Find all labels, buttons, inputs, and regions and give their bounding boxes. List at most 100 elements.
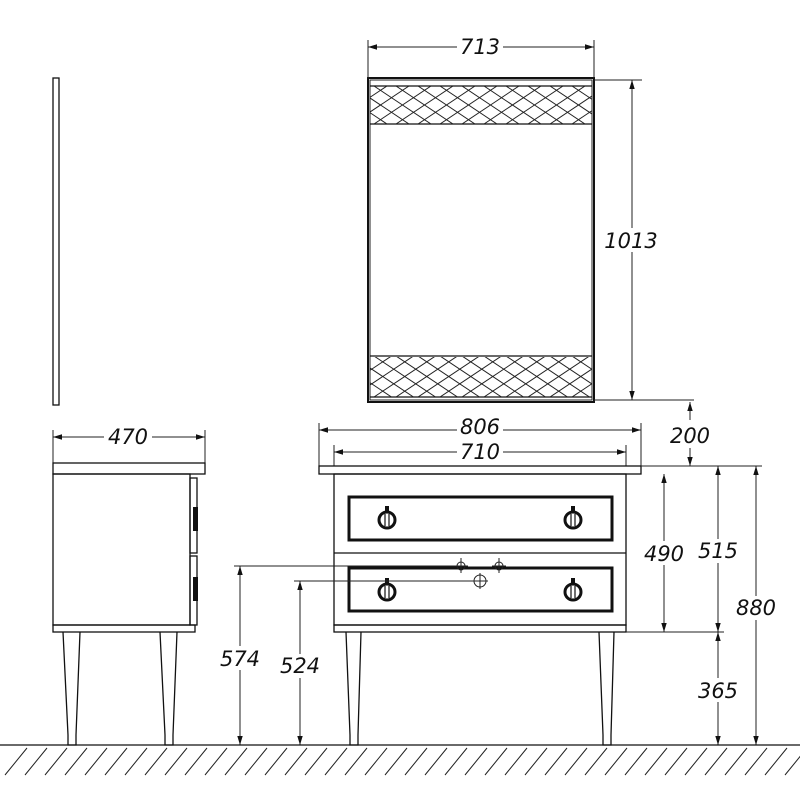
lattice-line	[616, 86, 673, 124]
lattice-line	[527, 86, 586, 124]
floor-hatch-line	[504, 747, 528, 776]
lattice-line	[370, 382, 392, 397]
floor-hatch-line	[304, 747, 328, 776]
countertop-width-label: 806	[460, 415, 500, 439]
floor-hatch-line	[84, 747, 108, 776]
mirror-top-lattice	[308, 86, 695, 124]
lattice-line	[572, 357, 592, 370]
lattice-line	[308, 86, 365, 124]
lattice-line	[638, 86, 695, 124]
lattice-line	[638, 356, 700, 397]
floor-hatch-line	[284, 747, 308, 776]
side-view-mirror	[52, 77, 60, 406]
floor-hatch-line	[664, 747, 688, 776]
leg-height-dimension: 365	[696, 632, 740, 745]
floor-hatch-line	[724, 747, 748, 776]
front-view-cabinet	[318, 465, 642, 746]
floor-hatch-line	[364, 747, 388, 776]
lattice-line	[417, 86, 476, 124]
lattice-line	[370, 112, 388, 124]
body-width-label: 710	[460, 440, 500, 464]
floor-hatch-line	[44, 747, 68, 776]
floor-hatch-line	[384, 747, 408, 776]
side-depth-dimension: 470	[52, 425, 206, 463]
lattice-line	[417, 357, 479, 397]
floor-hatch-line	[164, 747, 188, 776]
lattice-line	[308, 356, 370, 397]
bottom-drawer	[347, 566, 614, 613]
front-view-mirror	[308, 77, 700, 403]
drawer-handle-icon	[563, 506, 583, 530]
lattice-line	[549, 368, 592, 397]
side-view-cabinet	[52, 462, 206, 746]
total-height-dimension: 880	[734, 466, 778, 745]
floor-hatch-line	[244, 747, 268, 776]
floor-hatch-line	[604, 747, 628, 776]
floor-hatch-line	[424, 747, 448, 776]
body-width-dimension: 710	[333, 440, 627, 466]
floor-hatch-line	[324, 747, 348, 776]
lattice-line	[594, 356, 656, 397]
floor-hatch-line	[704, 747, 728, 776]
lattice-line	[395, 357, 457, 397]
cabinet-height-dimension: 515	[696, 466, 740, 632]
floor-hatch-line	[464, 747, 488, 776]
lattice-line	[370, 86, 410, 113]
lattice-line	[483, 357, 545, 397]
floor-hatch-line	[124, 747, 148, 776]
outlet-upper-height-label: 574	[220, 647, 260, 671]
lattice-line	[594, 86, 651, 124]
floor-hatch-line	[264, 747, 288, 776]
lattice-line	[439, 357, 501, 397]
mirror-width-dimension: 713	[367, 34, 595, 78]
floor-hatch-line	[144, 747, 168, 776]
floor-hatch-line	[644, 747, 668, 776]
side-depth-label: 470	[108, 425, 148, 449]
floor-hatch-line	[204, 747, 228, 776]
cabinet-height-label: 515	[698, 539, 738, 563]
lattice-line	[571, 86, 592, 100]
floor-hatch-line	[684, 747, 708, 776]
floor-hatch-line	[104, 747, 128, 776]
lattice-line	[638, 86, 695, 124]
floor-hatch-line	[744, 747, 768, 776]
floor-hatch-line	[764, 747, 788, 776]
floor-hatch-line	[344, 747, 368, 776]
lattice-line	[461, 86, 520, 124]
floor-hatch-line	[184, 747, 208, 776]
mirror-gap-label: 200	[670, 424, 710, 448]
lattice-line	[308, 86, 365, 124]
floor-hatch-line	[544, 747, 568, 776]
lattice-line	[370, 357, 391, 371]
lattice-line	[549, 95, 592, 124]
drawer-handle-icon	[377, 506, 397, 530]
floor-hatch-line	[224, 747, 248, 776]
floor-hatch-line	[624, 747, 648, 776]
front-left-leg	[345, 631, 362, 746]
lattice-line	[594, 356, 656, 397]
lattice-line	[483, 86, 542, 124]
lattice-line	[527, 357, 589, 397]
floor-hatch-line	[784, 755, 800, 776]
mirror-height-label: 1013	[604, 229, 657, 253]
lattice-line	[594, 86, 651, 124]
lattice-line	[373, 357, 435, 397]
body-height-label: 490	[644, 542, 684, 566]
front-right-leg	[598, 631, 615, 746]
lattice-line	[505, 86, 564, 124]
outlet-lower-height-label: 524	[280, 654, 320, 678]
lattice-line	[370, 357, 413, 386]
top-drawer	[347, 495, 614, 542]
mirror-height-dimension: 1013	[594, 79, 694, 401]
lattice-line	[571, 110, 592, 124]
floor-hatch-line	[564, 747, 588, 776]
outlet-markers	[454, 558, 506, 589]
countertop-width-dimension: 806	[318, 415, 642, 466]
mirror-width-label: 713	[460, 35, 500, 59]
floor-hatch-line	[484, 747, 508, 776]
floor-hatch-line	[4, 747, 28, 776]
floor-hatch-line	[584, 747, 608, 776]
floor-hatch-line	[404, 747, 428, 776]
